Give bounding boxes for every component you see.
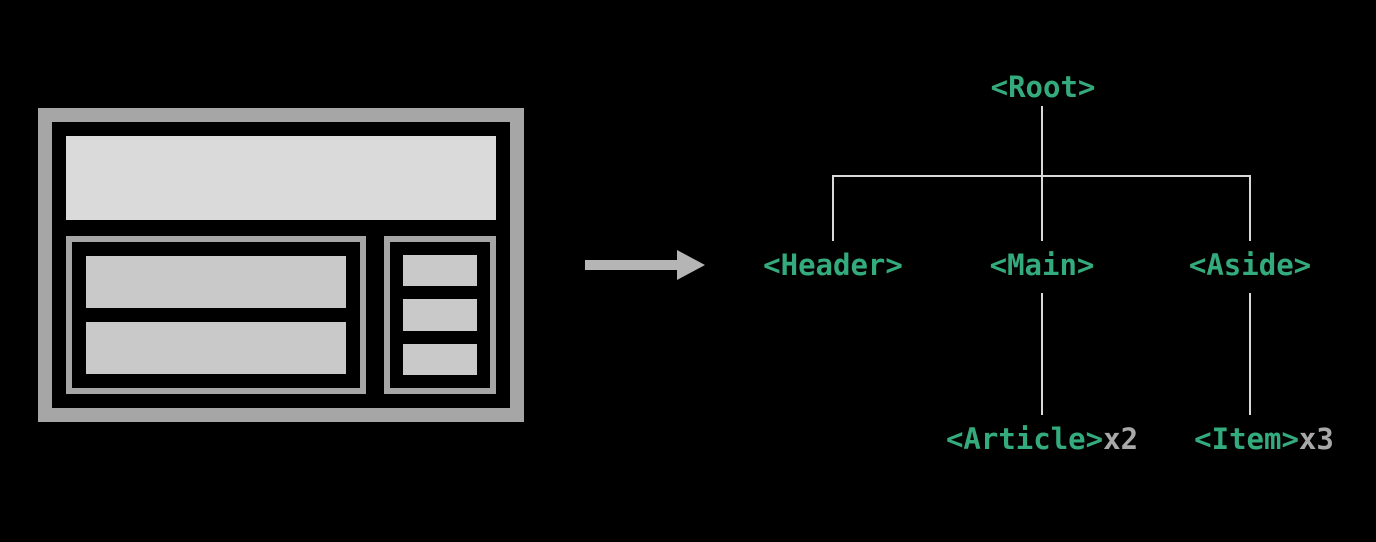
tree-node-item: <Item>x3 <box>1194 422 1334 456</box>
tree-node-label: <Main> <box>989 248 1095 282</box>
arrow-head <box>677 250 705 280</box>
wireframe-body-row <box>66 236 496 394</box>
tree-line-to-header <box>832 175 834 241</box>
tree-node-label: <Aside> <box>1188 248 1312 282</box>
multiplier-label: x2 <box>1103 422 1139 456</box>
wireframe-aside-item <box>403 299 477 331</box>
tree-node-label: <Header> <box>763 248 903 282</box>
wireframe-aside-item <box>403 343 477 375</box>
tree-line-to-aside <box>1249 175 1251 241</box>
wireframe-main-block <box>66 236 366 394</box>
tree-node-root: <Root> <box>990 70 1096 104</box>
tree-line-to-main <box>1041 175 1043 241</box>
wireframe-aside-item <box>403 255 477 287</box>
wireframe-article-bar <box>86 256 346 308</box>
tree-node-label: <Item> <box>1194 422 1299 456</box>
right-arrow-icon <box>585 250 705 280</box>
tree-line-root-down <box>1041 106 1043 176</box>
arrow-shaft <box>585 260 677 270</box>
tree-node-article: <Article>x2 <box>945 422 1139 456</box>
tree-line-main-to-article <box>1041 293 1043 415</box>
wireframe-header-block <box>66 136 496 220</box>
wireframe-aside-block <box>384 236 496 394</box>
tree-node-aside: <Aside> <box>1188 248 1312 282</box>
tree-node-label: <Article> <box>945 422 1104 456</box>
tree-node-header: <Header> <box>763 248 903 282</box>
wireframe-article-bar <box>86 322 346 374</box>
multiplier-label: x3 <box>1298 422 1334 456</box>
tree-node-main: <Main> <box>989 248 1095 282</box>
tree-node-label: <Root> <box>990 70 1096 104</box>
page-layout-wireframe <box>38 108 524 422</box>
tree-line-aside-to-item <box>1249 293 1251 415</box>
